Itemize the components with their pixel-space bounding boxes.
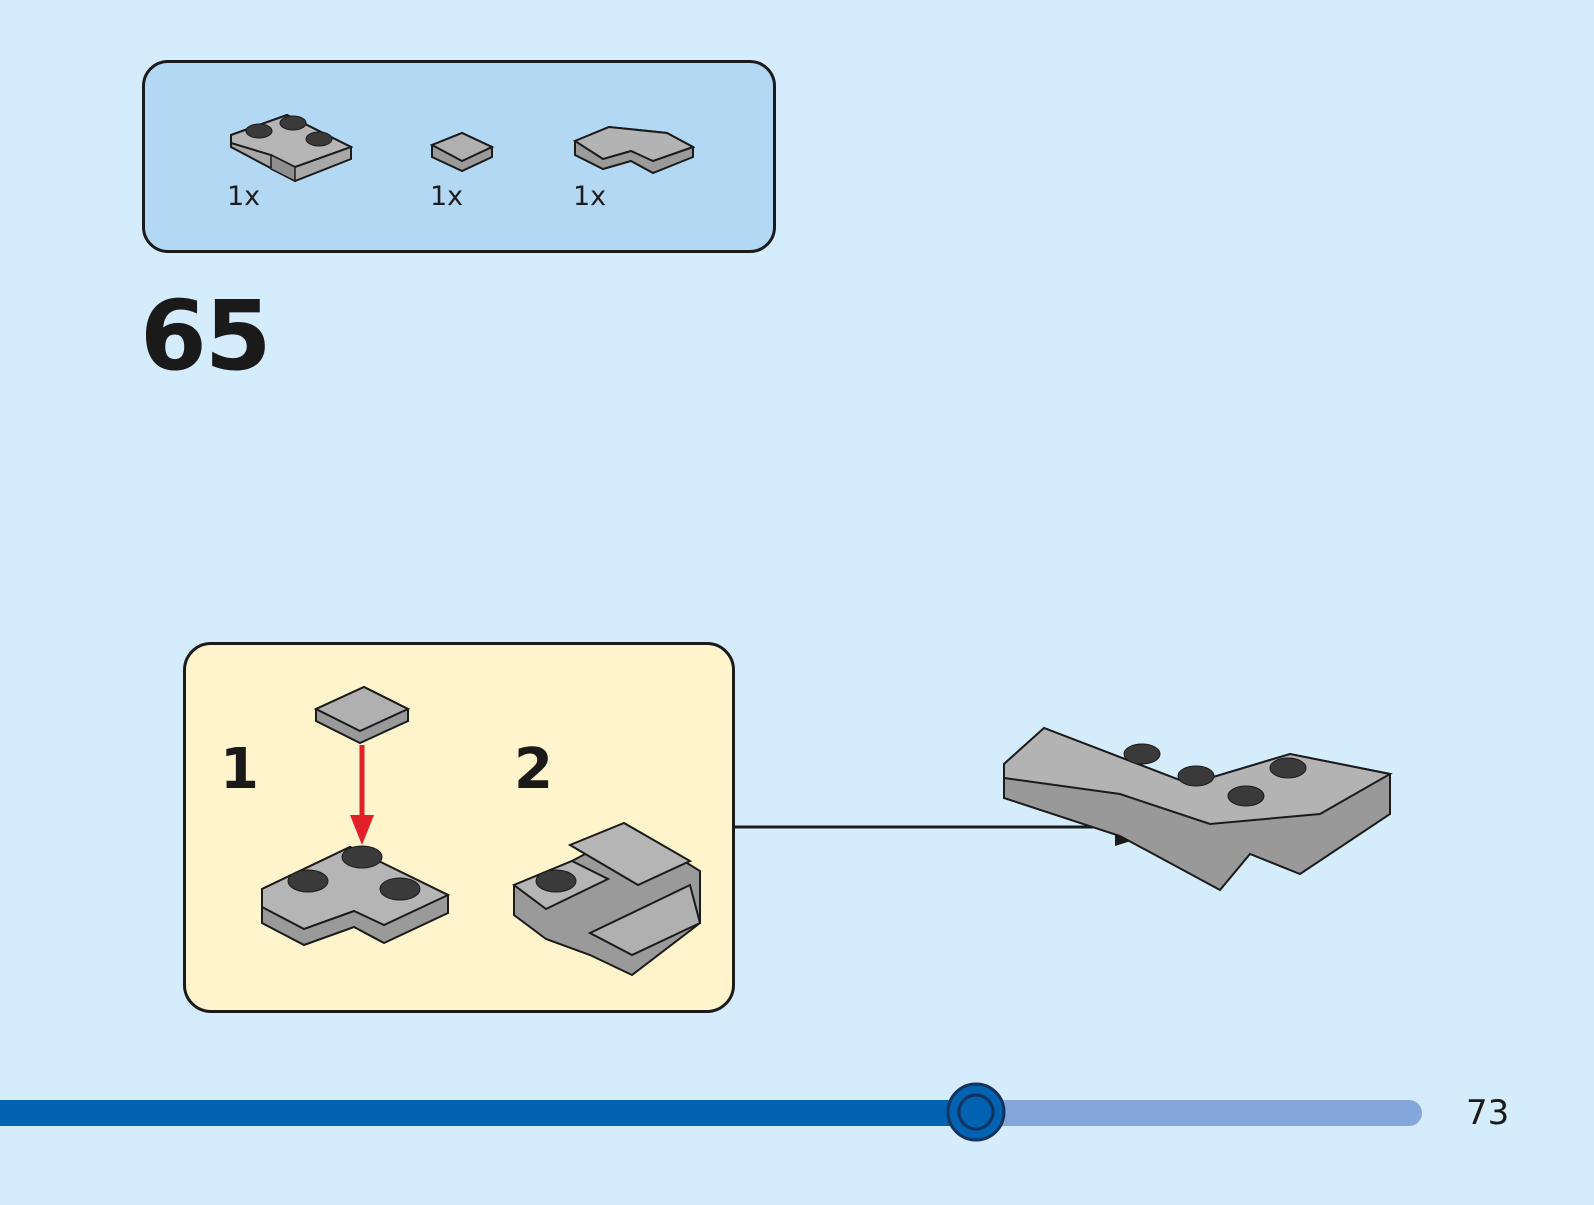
part-quantity: 1x bbox=[227, 181, 261, 212]
parts-list-box: 1x 1x 1x bbox=[142, 60, 776, 253]
page-number: 73 bbox=[1466, 1093, 1510, 1133]
part-quantity: 1x bbox=[430, 181, 464, 212]
assembled-model-illustration bbox=[1003, 726, 1393, 892]
progress-fill bbox=[0, 1100, 976, 1126]
part-quantity: 1x bbox=[573, 181, 607, 212]
substep-1-illustration bbox=[261, 685, 451, 947]
substep-box: 1 2 bbox=[183, 642, 735, 1013]
substep-number-1: 1 bbox=[220, 737, 259, 802]
progress-bar bbox=[0, 1082, 1422, 1142]
substep-number-2: 2 bbox=[514, 737, 553, 802]
tile-1x1-icon bbox=[429, 131, 495, 173]
substep-2-illustration bbox=[511, 821, 702, 977]
wedge-plate-icon bbox=[572, 125, 696, 175]
corner-plate-2x2-icon bbox=[230, 113, 354, 183]
step-number: 65 bbox=[140, 280, 272, 392]
progress-knob bbox=[946, 1082, 1006, 1142]
